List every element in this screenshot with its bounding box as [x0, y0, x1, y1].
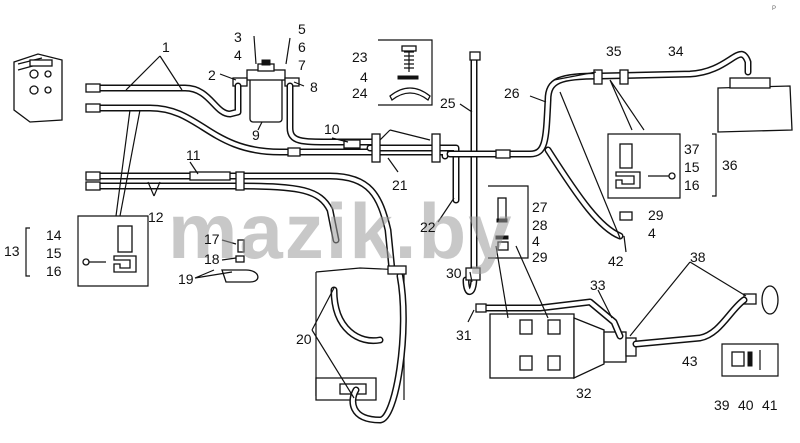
label-38: 38 [690, 249, 706, 265]
label-33: 33 [590, 277, 606, 293]
label-41: 41 [762, 397, 778, 413]
label-23: 23 [352, 49, 368, 65]
label-39: 39 [714, 397, 730, 413]
label-8: 8 [310, 79, 318, 95]
leader-lines [25, 35, 747, 399]
label-20: 20 [296, 331, 312, 347]
label-27: 27 [532, 199, 548, 215]
label-16: 16 [46, 263, 62, 279]
label-22: 22 [420, 219, 436, 235]
label-5: 5 [298, 21, 306, 37]
tank-center [315, 267, 405, 401]
label-43: 43 [682, 353, 698, 369]
label-3: 3 [234, 29, 242, 45]
label-21: 21 [392, 177, 408, 193]
label-4-d: 4 [648, 225, 656, 241]
end-cap-right [743, 285, 779, 315]
label-13: 13 [4, 243, 20, 259]
label-9: 9 [252, 127, 260, 143]
label-31: 31 [456, 327, 472, 343]
fitting-detail-box [721, 343, 779, 377]
label-4-b: 4 [360, 69, 368, 85]
label-24: 24 [352, 85, 368, 101]
label-11: 11 [186, 147, 201, 163]
grease-detail-box [488, 185, 529, 259]
label-36: 36 [722, 157, 738, 173]
clip-detail-box-right [607, 133, 681, 199]
label-12: 12 [148, 209, 164, 225]
label-1: 1 [162, 39, 170, 55]
label-17: 17 [204, 231, 220, 247]
label-14: 14 [46, 227, 62, 243]
tank-right: P [717, 6, 793, 133]
label-28: 28 [532, 217, 548, 233]
small-parts-17-19 [221, 239, 259, 283]
label-29-a: 29 [532, 249, 548, 265]
label-7: 7 [298, 57, 306, 73]
label-30: 30 [446, 265, 462, 281]
label-6: 6 [298, 39, 306, 55]
label-32: 32 [576, 385, 592, 401]
label-4: 4 [234, 47, 242, 63]
clamp-detail-box [378, 39, 433, 106]
pipe-network [85, 51, 752, 424]
label-35: 35 [606, 43, 622, 59]
label-34: 34 [668, 43, 684, 59]
label-37: 37 [684, 141, 700, 157]
label-2: 2 [208, 67, 216, 83]
clip-detail-box-left [77, 215, 149, 287]
label-4-c: 4 [532, 233, 540, 249]
label-15: 15 [46, 245, 62, 261]
label-40: 40 [738, 397, 754, 413]
label-10: 10 [324, 121, 340, 137]
label-18: 18 [204, 251, 220, 267]
brake-valve-unit [13, 53, 63, 123]
watermark: mazik.by [168, 187, 513, 275]
callout-labels: 1 2 3 4 5 6 7 8 9 10 11 12 13 14 15 16 1… [4, 21, 778, 413]
label-19: 19 [178, 271, 194, 287]
label-15-b: 15 [684, 159, 700, 175]
label-42: 42 [608, 253, 624, 269]
label-29-b: 29 [648, 207, 664, 223]
corner-mark: P [772, 6, 776, 12]
label-25: 25 [440, 95, 456, 111]
label-26: 26 [504, 85, 520, 101]
brake-chamber [489, 313, 637, 380]
label-16-b: 16 [684, 177, 700, 193]
